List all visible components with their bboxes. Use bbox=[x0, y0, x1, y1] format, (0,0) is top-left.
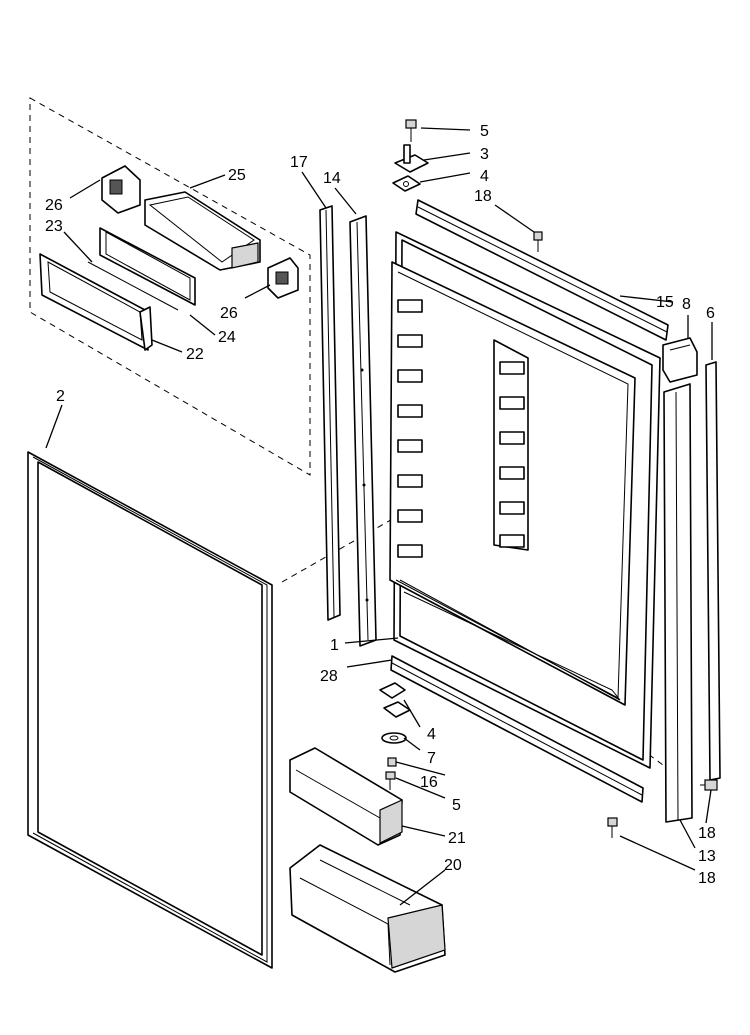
top-screw-part-18 bbox=[533, 231, 543, 252]
top-trim-part-15 bbox=[415, 199, 669, 341]
callout-14: 14 bbox=[323, 170, 341, 187]
bin-strip-part-23 bbox=[87, 261, 179, 311]
callout-20: 20 bbox=[444, 857, 462, 874]
top-screw-part-5 bbox=[405, 119, 417, 142]
end-cap-part-26-left bbox=[101, 165, 141, 214]
hinge-cover-part-8 bbox=[662, 337, 698, 383]
callout-4-bottom: 4 bbox=[427, 726, 436, 743]
callout-6: 6 bbox=[706, 305, 715, 322]
callout-15: 15 bbox=[656, 294, 674, 311]
door-liner-part-1 bbox=[389, 231, 661, 769]
shelf-supports-right bbox=[493, 339, 529, 551]
callout-23: 23 bbox=[45, 218, 63, 235]
callout-16: 16 bbox=[420, 774, 438, 791]
side-trim-part-13 bbox=[663, 383, 693, 823]
gasket-part-2 bbox=[27, 451, 273, 969]
callout-24: 24 bbox=[218, 329, 236, 346]
trim-part-14 bbox=[349, 215, 377, 647]
callout-21: 21 bbox=[448, 830, 466, 847]
callout-17: 17 bbox=[290, 154, 308, 171]
bushing-part-16 bbox=[387, 757, 397, 767]
callout-5-top: 5 bbox=[480, 123, 489, 140]
bin-assembly-dashed-outline bbox=[29, 97, 311, 476]
callout-13: 13 bbox=[698, 848, 716, 865]
trim-strip-part-17 bbox=[319, 205, 341, 621]
bin-frame-part-25 bbox=[144, 191, 261, 271]
shelf-supports-left bbox=[397, 299, 423, 558]
callout-8: 8 bbox=[682, 296, 691, 313]
callout-labels: 5 3 4 18 15 8 6 17 14 25 26 23 26 24 22 … bbox=[45, 123, 716, 887]
callout-18-bottom: 18 bbox=[698, 870, 716, 887]
top-hinge-plate-part-4 bbox=[392, 175, 421, 192]
callout-25: 25 bbox=[228, 167, 246, 184]
top-hinge-part-3 bbox=[394, 144, 429, 173]
strip-part-6 bbox=[705, 361, 721, 781]
callout-5-bottom: 5 bbox=[452, 797, 461, 814]
washer-part-7 bbox=[381, 732, 407, 744]
bin-glass-part-24 bbox=[99, 227, 196, 306]
callout-1: 1 bbox=[330, 637, 339, 654]
callout-26-right: 26 bbox=[220, 305, 238, 322]
callout-2: 2 bbox=[56, 388, 65, 405]
callout-28: 28 bbox=[320, 668, 338, 685]
bottom-screw-part-5 bbox=[385, 771, 396, 790]
bin-front-part-22 bbox=[39, 253, 153, 351]
callout-4-top: 4 bbox=[480, 168, 489, 185]
callout-26-left: 26 bbox=[45, 197, 63, 214]
callout-3: 3 bbox=[480, 146, 489, 163]
door-bin-part-20 bbox=[289, 844, 446, 973]
door-bin-part-21 bbox=[289, 747, 403, 846]
leader-lines bbox=[45, 127, 713, 906]
end-cap-part-26-right bbox=[267, 257, 299, 299]
right-screw-part-18 bbox=[700, 779, 718, 791]
callout-18-right: 18 bbox=[698, 825, 716, 842]
bottom-screw-part-18 bbox=[607, 817, 618, 838]
bottom-hinge-bracket-part-4 bbox=[379, 682, 411, 718]
callout-18-top: 18 bbox=[474, 188, 492, 205]
callout-7: 7 bbox=[427, 750, 436, 767]
bottom-trim-part-28 bbox=[390, 655, 644, 803]
callout-22: 22 bbox=[186, 346, 204, 363]
